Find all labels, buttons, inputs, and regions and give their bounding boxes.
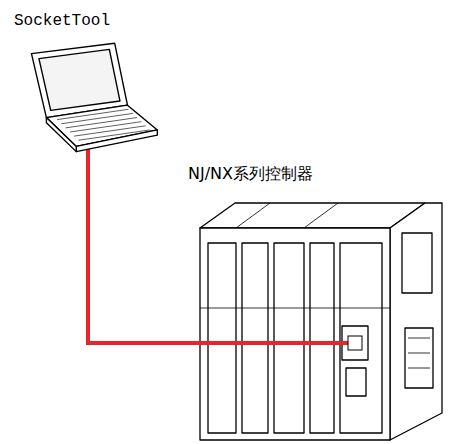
laptop-node: SocketTool (8, 4, 168, 164)
network-cable (88, 144, 180, 343)
controller-illustration (180, 158, 450, 442)
device-label: SocketTool (14, 12, 110, 30)
cable (180, 341, 350, 345)
device-label: NJ/NX系列控制器 (188, 164, 313, 185)
controller-node: NJ/NX系列控制器 (180, 158, 450, 442)
